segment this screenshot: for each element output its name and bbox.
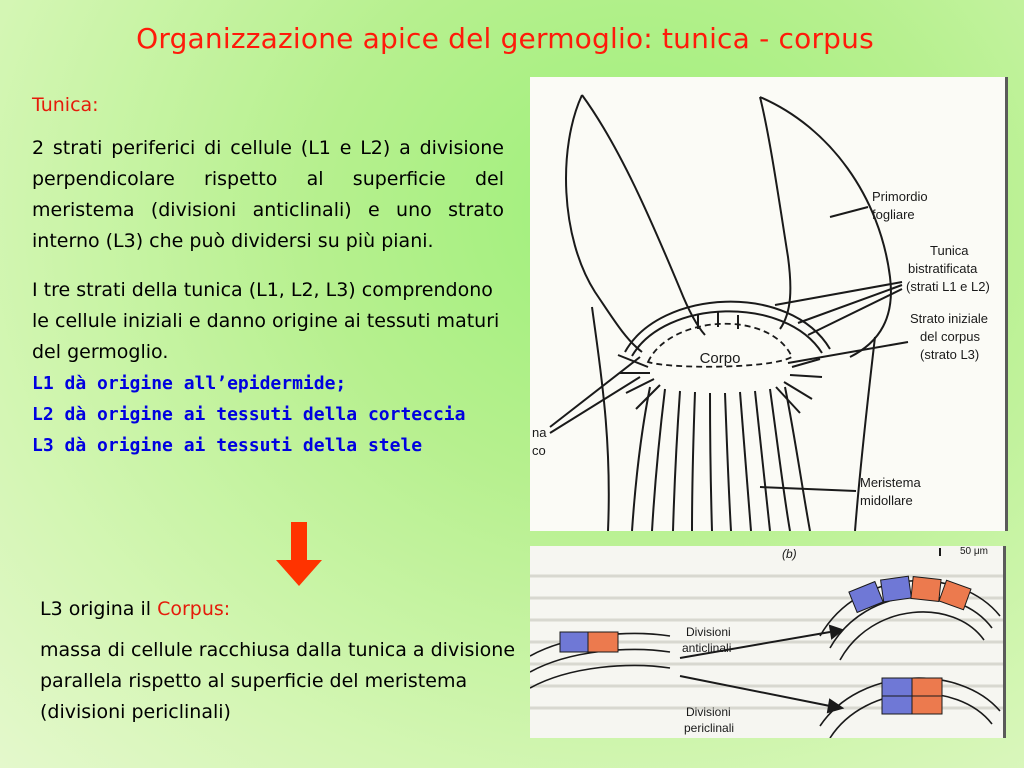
corpus-keyword: Corpus: xyxy=(157,598,231,620)
cut-label-1: na xyxy=(532,425,547,440)
cell-blue-bottom-inner xyxy=(881,695,913,715)
cell-blue-top-1 xyxy=(848,580,884,614)
cell-orange-bottom-inner xyxy=(911,695,943,715)
highlight-l2: L2 dà origine ai tessuti della corteccia xyxy=(32,404,466,425)
corpo-label: Corpo xyxy=(700,350,741,367)
cell-blue-top-2 xyxy=(880,575,912,603)
tunica-section: Tunica: 2 strati periferici di cellule (… xyxy=(32,90,504,461)
corpus-heading: L3 origina il Corpus: xyxy=(40,594,516,625)
left-primordium-outline xyxy=(565,94,643,353)
meristema-label-1: Meristema xyxy=(860,475,921,490)
tunica-label-1: Tunica xyxy=(930,243,969,258)
corpo-dashed-outline xyxy=(646,322,794,368)
primordio-label-2: fogliare xyxy=(872,207,915,222)
corpus-lead: L3 origina il xyxy=(40,598,158,620)
cell-blue-bottom-outer xyxy=(881,677,913,697)
tunica-label-3: (strati L1 e L2) xyxy=(906,279,990,294)
anticlinali-label-1: Divisioni xyxy=(686,625,731,639)
slide-title: Organizzazione apice del germoglio: tuni… xyxy=(136,22,874,55)
cell-orange-top-2 xyxy=(938,579,972,611)
cell-orange-bottom-outer xyxy=(911,677,943,697)
highlight-l3: L3 dà origine ai tessuti della stele xyxy=(32,435,423,456)
tunica-label-2: bistratificata xyxy=(908,261,978,276)
panel-label: (b) xyxy=(782,547,797,561)
cell-blue-left xyxy=(559,631,589,653)
shoot-apex-diagram: Corpo Primordio fogliare Tunica bistrati… xyxy=(532,94,990,531)
right-primordium-outline xyxy=(759,96,892,358)
periclinali-label-2: periclinali xyxy=(684,721,734,735)
strato-label-1: Strato iniziale xyxy=(910,311,988,326)
scale-label: 50 μm xyxy=(960,546,988,557)
periclinali-label-1: Divisioni xyxy=(686,705,731,719)
meristema-label-2: midollare xyxy=(860,493,913,508)
primordio-label-1: Primordio xyxy=(872,189,928,204)
down-arrow-icon xyxy=(276,522,322,586)
cell-orange-top-1 xyxy=(910,576,942,602)
cell-orange-left xyxy=(587,631,619,653)
anticlinali-label-2: anticlinali xyxy=(682,641,731,655)
highlight-l1: L1 dà origine all’epidermide; xyxy=(32,373,347,394)
corpus-paragraph: massa di cellule racchiusa dalla tunica … xyxy=(40,639,516,723)
shoot-apex-figure: Corpo Primordio fogliare Tunica bistrati… xyxy=(530,77,1008,531)
strato-label-3: (strato L3) xyxy=(920,347,979,362)
tunica-heading: Tunica: xyxy=(32,94,99,116)
cell-division-figure: (b) 50 μm xyxy=(530,546,1006,738)
cut-label-2: co xyxy=(532,443,546,458)
tunica-paragraph-1: 2 strati periferici di cellule (L1 e L2)… xyxy=(32,137,504,252)
strato-label-2: del corpus xyxy=(920,329,980,344)
tunica-outer-arc xyxy=(624,300,831,353)
cell-division-diagram: (b) 50 μm xyxy=(530,546,1003,738)
corpus-section: L3 origina il Corpus: massa di cellule r… xyxy=(40,594,516,728)
tunica-paragraph-2: I tre strati della tunica (L1, L2, L3) c… xyxy=(32,279,500,363)
